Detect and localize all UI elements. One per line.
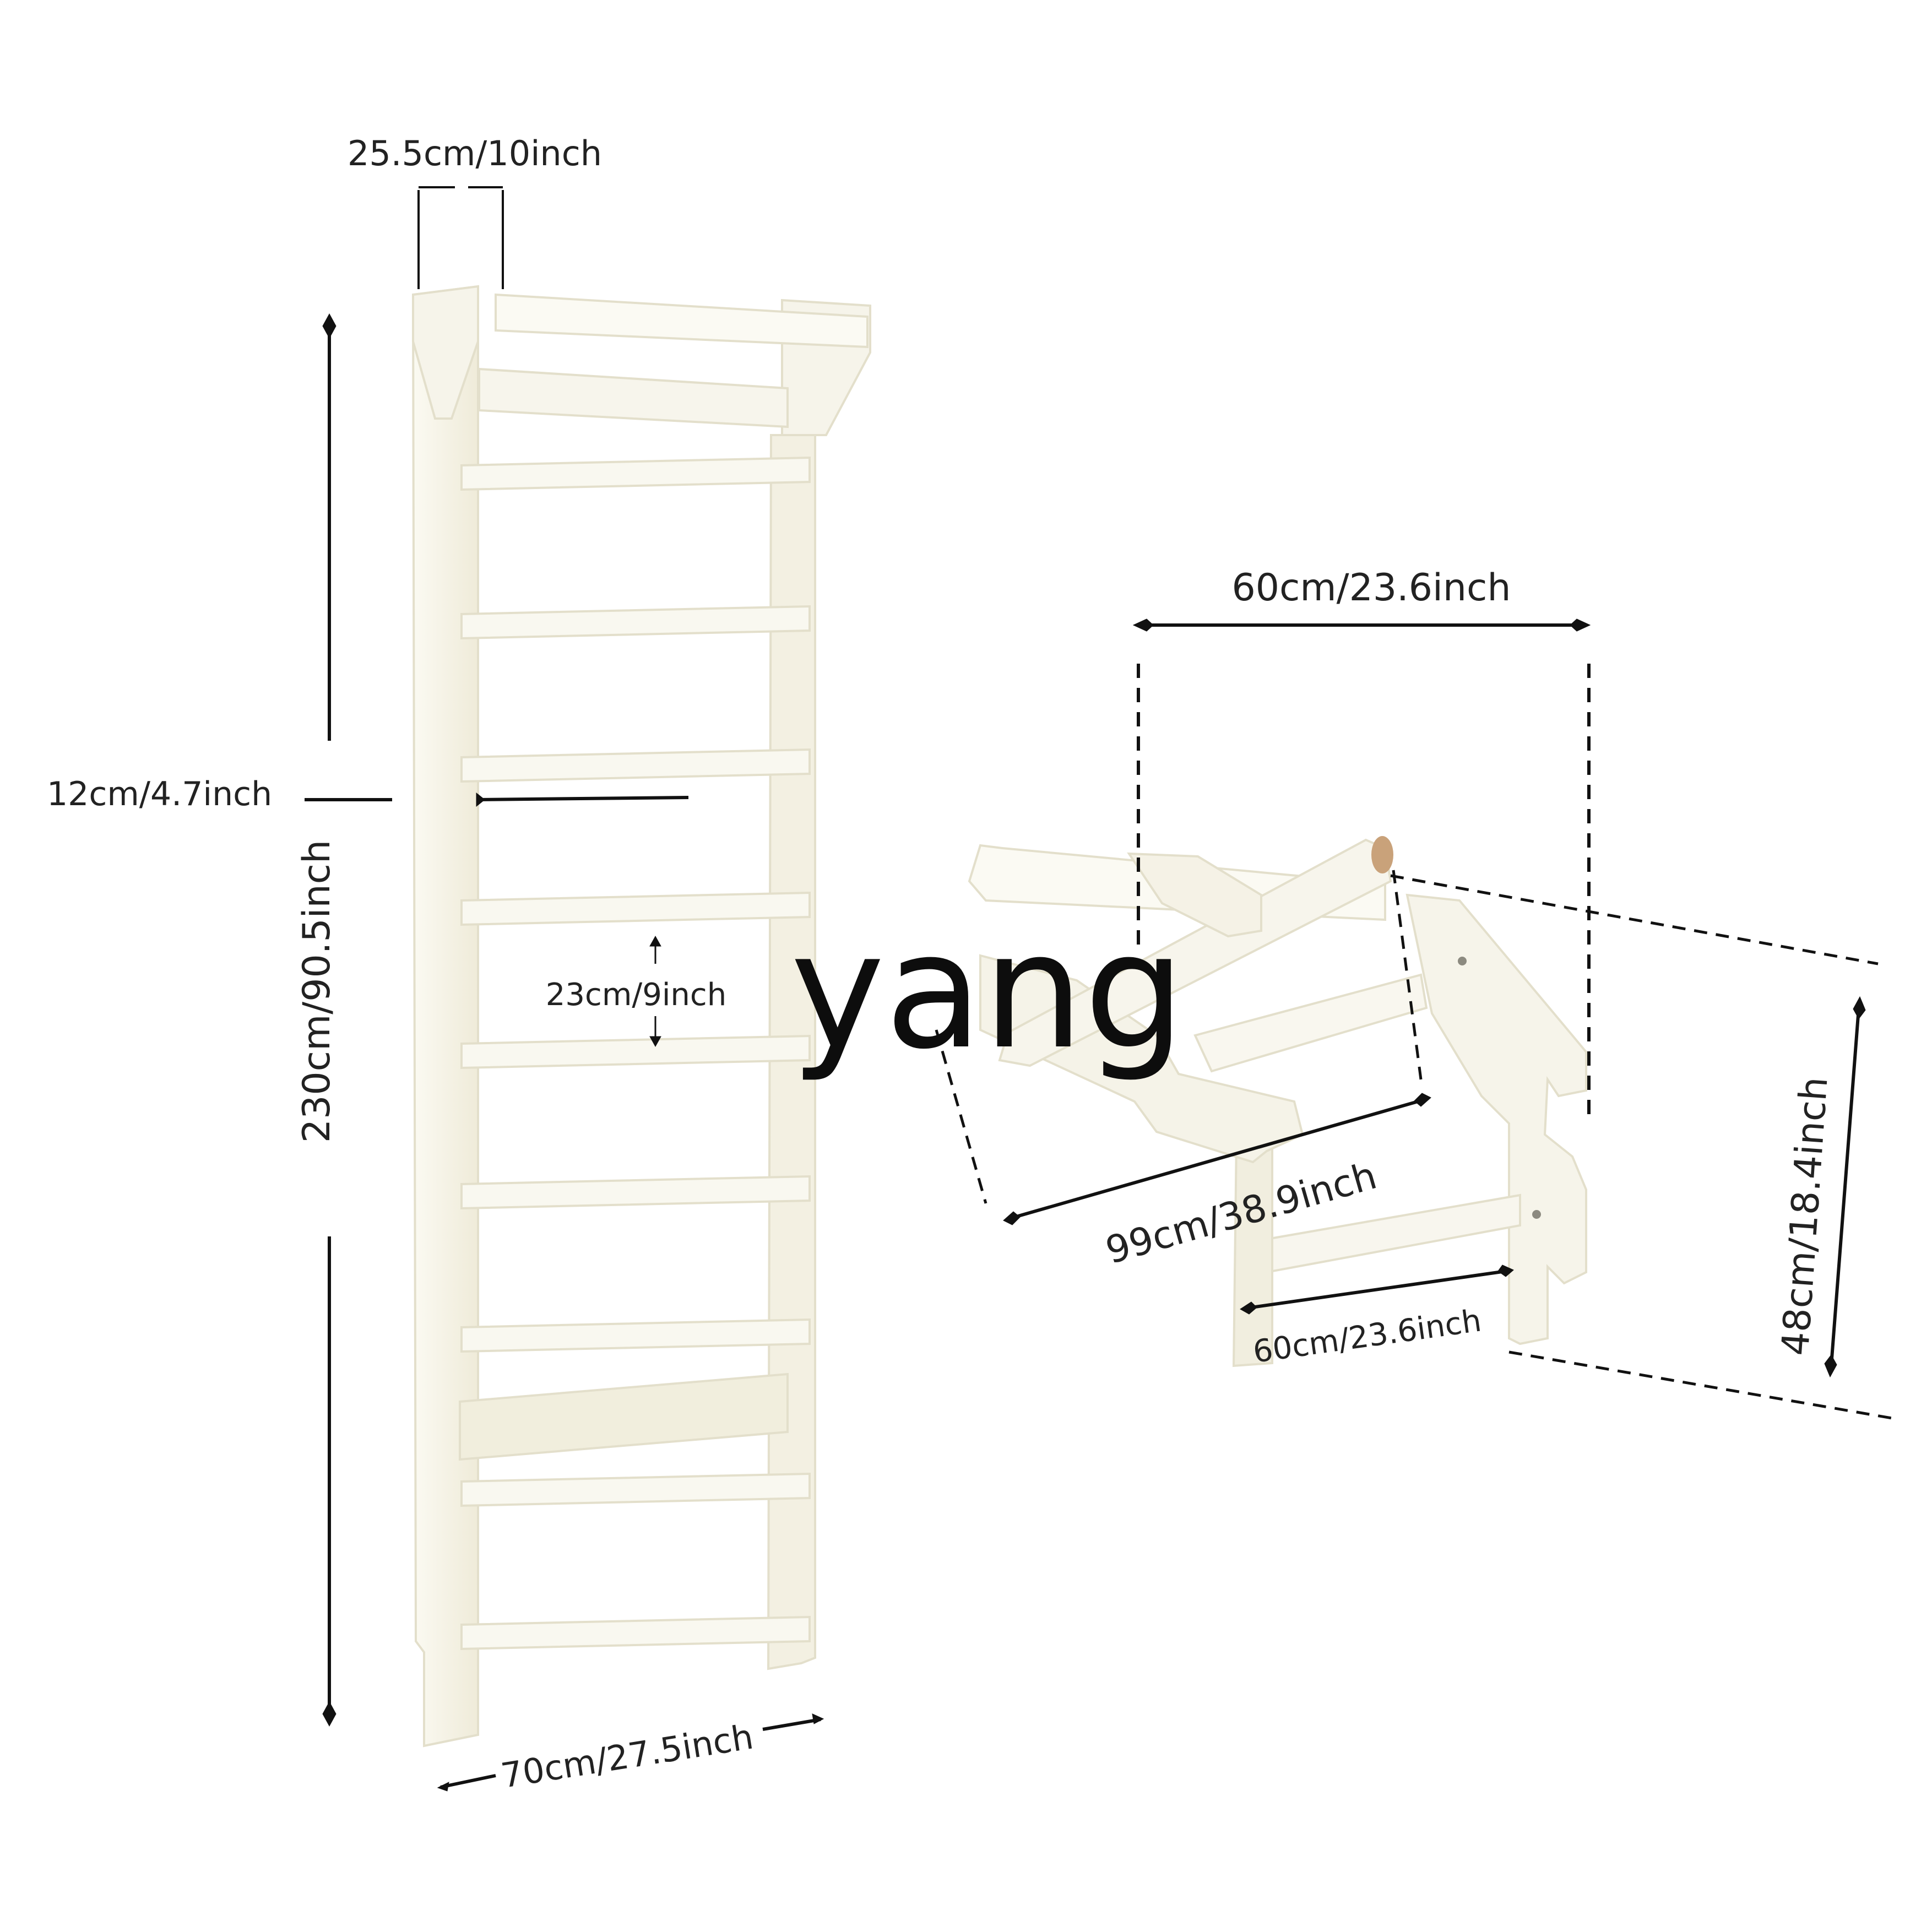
- wall-bars-rung-9: [460, 1615, 811, 1651]
- wall-bars-width-label: 70cm/27.5inch: [498, 1717, 756, 1796]
- wall-bars-rung-3: [460, 748, 811, 783]
- watermark-text: yang: [790, 899, 1185, 1084]
- pullup-upper-grip: [1127, 852, 1262, 938]
- wall-bars-top-bar: [495, 293, 869, 349]
- wall-bars-rung-5: [460, 1034, 811, 1070]
- pullup-screw-upper: [1458, 957, 1467, 965]
- pullup-screw-lower: [1532, 1210, 1541, 1219]
- wall-bars-dimension-lines: [305, 186, 824, 1792]
- pullup-dimension-lines: [935, 618, 1892, 1420]
- wall-bars-rung-8: [460, 1472, 811, 1507]
- pullup-diagonal-bar: [998, 838, 1392, 1067]
- wall-bars-rung-spacing-label: 23cm/9inch: [546, 977, 726, 1013]
- pullup-lower-leg: [1232, 1139, 1273, 1367]
- wall-bars-frame-depth-label: 12cm/4.7inch: [47, 775, 272, 813]
- pullup-top-width-label: 60cm/23.6inch: [1232, 566, 1511, 610]
- wall-bars-rung-6: [460, 1175, 811, 1210]
- wall-bars-rung-7: [460, 1318, 811, 1353]
- wall-bars-top-bracket-left: [412, 285, 479, 420]
- wall-bars-illustration: [411, 285, 871, 1748]
- wall-bars-rung-4: [460, 891, 811, 926]
- pullup-peg-end: [1371, 836, 1393, 873]
- wall-bars-height-label: 230cm/90.5inch: [295, 840, 339, 1143]
- pullup-height-label: 48cm/18.4inch: [1773, 1076, 1836, 1357]
- wall-bars-top-depth-label: 25.5cm/10inch: [348, 133, 602, 173]
- wall-bars-left-rail: [411, 285, 479, 1748]
- pullup-wall-plate: [1405, 893, 1587, 1345]
- pullup-lower-grip: [1193, 973, 1428, 1073]
- wall-bars-bracket-crossbar: [478, 367, 789, 428]
- pullup-bottom-width-label: 60cm/23.6inch: [1251, 1303, 1483, 1370]
- wall-bars-rung-1: [460, 456, 811, 491]
- wall-bars-rung-2: [460, 605, 811, 640]
- wall-bars-support-block: [459, 1372, 789, 1461]
